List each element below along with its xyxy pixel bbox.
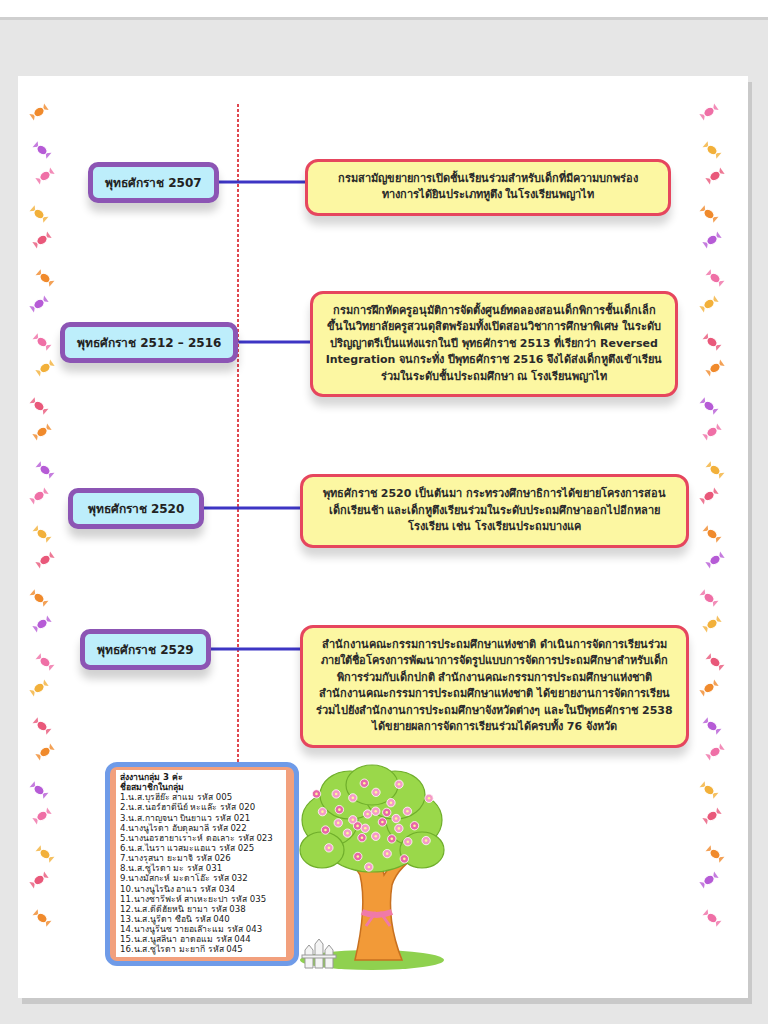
candy-border: [29, 103, 725, 927]
event-text: สำนักงานคณะกรรมการประถมศึกษาแห่งชาติ ดำเ…: [315, 637, 674, 736]
event-box: สำนักงานคณะกรรมการประถมศึกษาแห่งชาติ ดำเ…: [300, 625, 689, 748]
year-box: พุทธศักราช 2507: [88, 162, 219, 203]
member-line: 14.นางนูรีนซ วายอเล๊าะแม รหัส 043: [120, 924, 282, 934]
event-box: กรมการฝึกหัดครูอนุมัติการจัดตั้งศูนย์ทดล…: [310, 291, 678, 398]
event-box: พุทธศักราช 2520 เป็นต้นมา กระทรวงศึกษาธิ…: [300, 474, 689, 548]
top-strip: [0, 0, 768, 17]
timeline-connector: [204, 507, 300, 510]
member-line: 2.น.ส.นอร์ฮาตีนีย์ หะแล๊ะ รหัส 020: [120, 802, 282, 812]
member-line: 16.น.ส.ซูไรดา มะยากี รหัส 045: [120, 944, 282, 954]
event-box: กรมสามัญขยายการเปิดชั้นเรียนร่วมสำหรับเด…: [305, 159, 671, 216]
event-text: พุทธศักราช 2520 เป็นต้นมา กระทรวงศึกษาธิ…: [315, 486, 674, 536]
year-box: พุทธศักราช 2529: [80, 629, 211, 670]
member-line: 15.น.ส.นูสลีนา อาดอแม รหัส 044: [120, 934, 282, 944]
year-label: พุทธศักราช 2520: [88, 499, 185, 518]
timeline-connector: [238, 341, 310, 344]
member-line: 9.นางมัสกะห์ มะดาโอ๊ะ รหัส 032: [120, 873, 282, 883]
member-line: 3.น.ส.กาญจนา บินยาแว รหัส 021: [120, 813, 282, 823]
top-strip-shadow: [0, 17, 768, 20]
fence: [302, 939, 336, 968]
year-label: พุทธศักราช 2507: [105, 173, 202, 192]
tree-illustration: [300, 765, 444, 970]
member-list-box: ส่งงานกลุ่ม 3 ค่ะชื่อสมาชิกในกลุ่ม1.น.ส.…: [105, 762, 299, 966]
member-line: 11.นางซารีฟะห์ สาเหะยะปา รหัส 035: [120, 894, 282, 904]
ribbon-ends: [366, 912, 390, 926]
tree-canopy: [300, 765, 444, 872]
year-box: พุทธศักราช 2520: [68, 488, 204, 529]
event-text: กรมการฝึกหัดครูอนุมัติการจัดตั้งศูนย์ทดล…: [325, 303, 663, 386]
member-line: 4.นางนูไรดา อับดุลมาลี รหัส 022: [120, 823, 282, 833]
card: [18, 76, 748, 998]
member-line: 6.น.ส.ไนรา แวสมะแอแว รหัส 025: [120, 843, 282, 853]
member-line: 5.นางนอรฮายาเราะห์ ดอเลาะ รหัส 023: [120, 833, 282, 843]
timeline-connector: [211, 648, 300, 651]
member-list-panel: ส่งงานกลุ่ม 3 ค่ะชื่อสมาชิกในกลุ่ม1.น.ส.…: [116, 770, 286, 957]
member-line: 7.นางรุสนา ยะมาจิ รหัส 026: [120, 853, 282, 863]
year-label: พุทธศักราช 2529: [97, 640, 194, 659]
event-text: กรมสามัญขยายการเปิดชั้นเรียนร่วมสำหรับเด…: [320, 171, 656, 204]
member-line: ชื่อสมาชิกในกลุ่ม: [120, 782, 282, 792]
trunk-ribbon: [362, 912, 392, 915]
year-label: พุทธศักราช 2512 – 2516: [77, 333, 221, 352]
member-line: 12.น.ส.ดีดีฮัยหนิ ยามา รหัส 038: [120, 904, 282, 914]
member-line: 10.นางนูไรนิง อาแว รหัส 034: [120, 884, 282, 894]
member-line: ส่งงานกลุ่ม 3 ค่ะ: [120, 772, 282, 782]
member-line: 1.น.ส.บุรฮีย๊ะ สาแม รหัส 005: [120, 792, 282, 802]
member-line: 13.น.ส.นูรีดา ซือนิ รหัส 040: [120, 914, 282, 924]
year-box: พุทธศักราช 2512 – 2516: [60, 322, 238, 363]
timeline-axis: [237, 104, 239, 762]
timeline-connector: [219, 181, 305, 184]
member-line: 8.น.ส.ซูไรดา มะ รหัส 031: [120, 863, 282, 873]
